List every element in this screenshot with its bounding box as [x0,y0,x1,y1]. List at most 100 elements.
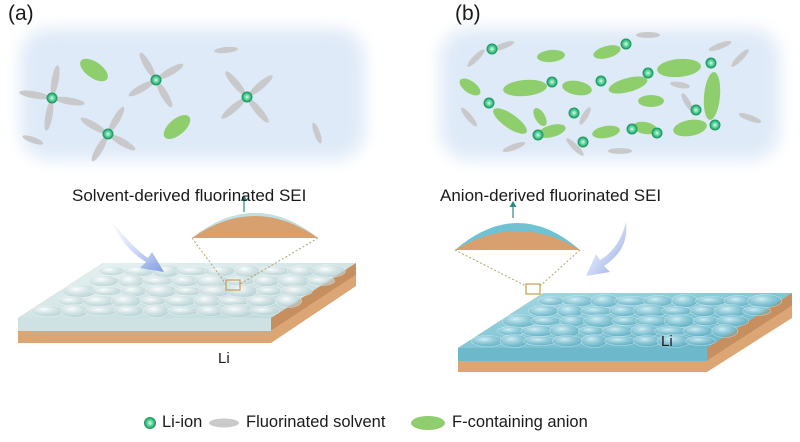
fluorinated-solvent [312,122,322,144]
fluorinated-solvent [460,107,478,127]
fluorinated-solvent [80,117,106,134]
fluorinated-solvent [158,63,184,80]
sei-grain [306,276,335,286]
f-containing-anion [537,49,565,63]
fluorinated-solvent [467,49,485,67]
sei-grain [664,314,695,328]
fluorinated-solvent [156,82,173,108]
sei-grain [311,264,346,278]
li-ion [595,75,607,87]
fluorinated-solvent [108,106,125,132]
sei-grain [57,296,86,306]
fluorinated-solvent [738,113,762,123]
electrode-slab-a [18,263,356,343]
f-containing-anion [703,72,721,120]
sei-grain [88,275,119,287]
f-containing-anion [592,125,620,139]
fluorinated-solvent [502,142,526,152]
sei-grain [578,326,605,336]
fluorinated-solvent [110,134,136,151]
sei-grain [682,325,714,337]
fluorinated-solvent [248,98,269,123]
sei-grain [249,306,280,316]
fluorinated-solvent [91,136,108,162]
electrode-slab-b [458,293,792,372]
fluorinated-solvent [221,98,246,119]
sei-grain [141,276,175,286]
sei-grain [538,296,565,306]
sei-grain [226,284,258,298]
sei-grain [256,286,283,296]
fluorinated-solvent [128,80,154,97]
sei-grain [246,295,277,307]
sei-grain [139,296,167,306]
sei-grain [580,306,613,316]
sei-grain [170,275,200,287]
sei-grain [552,335,583,347]
sei-grain [690,305,717,317]
fluorinated-solvent [566,138,584,156]
sei-grain [471,335,504,347]
fluorinated-solvent [670,81,690,89]
sei-grain [685,336,716,346]
legend-anion-swatch [411,416,445,430]
f-containing-anion [673,119,707,137]
f-containing-anion [608,76,648,94]
sei-grain [671,294,698,308]
f-containing-anion [633,121,657,135]
panel-a-sei-caption: Solvent-derived fluorinated SEI [72,186,307,205]
f-containing-anion [459,78,481,96]
legend-anion-label: F-containing anion [452,413,588,431]
li-ion [620,38,632,50]
legend-solvent-swatch [209,418,239,428]
fluorinated-solvent [636,32,660,38]
li-ion [46,92,58,104]
zoom-inset-a [191,195,319,291]
sei-grain [31,305,64,317]
sei-grain [711,324,738,338]
legend-li-ion-swatch [144,417,156,429]
f-containing-anion [538,124,566,138]
sei-grain [695,296,728,306]
fluorinated-solvent [44,100,54,131]
fluorinated-solvent [731,49,749,67]
li-ion [626,123,638,135]
sei-grain [275,294,302,308]
f-containing-anion [593,45,621,59]
panel-a-species [19,46,322,162]
sei-grain [98,266,125,276]
panel-b-sei-caption: Anion-derived fluorinated SEI [440,186,662,205]
zoom-inset-b [454,201,581,295]
fluorinated-solvent [681,93,693,111]
sei-grain [583,314,616,328]
sei-grain [661,306,692,316]
sei-grain [233,264,261,278]
sei-grain [91,286,122,296]
sei-grain [166,306,200,316]
electrolyte-cloud-a [20,28,365,160]
sei-grain [253,275,280,287]
sei-grain [747,294,782,308]
panel-a-electrode-label: Li [218,350,230,367]
f-containing-anion [657,58,701,78]
fluorinated-solvent [214,46,238,54]
f-containing-anion [493,108,527,134]
li-ion [486,43,498,55]
legend-li-ion-label: Li-ion [162,413,203,431]
fluorinated-solvent [50,65,60,96]
f-containing-anion [503,79,547,97]
li-ion [532,129,544,141]
panel-b-electrode-label: Li [661,333,673,350]
f-containing-anion [80,58,108,82]
legend-solvent-label: Fluorinated solvent [246,413,386,431]
curved-arrow-b [586,222,627,276]
f-containing-anion [562,80,592,96]
li-ion [642,67,654,79]
sei-grain [528,305,559,317]
li-ion [102,128,114,140]
curved-arrow-a [112,222,164,272]
fluorinated-solvent [708,41,732,51]
fluorinated-solvent [22,135,44,145]
li-ion [705,57,717,69]
sei-grain [601,325,635,337]
